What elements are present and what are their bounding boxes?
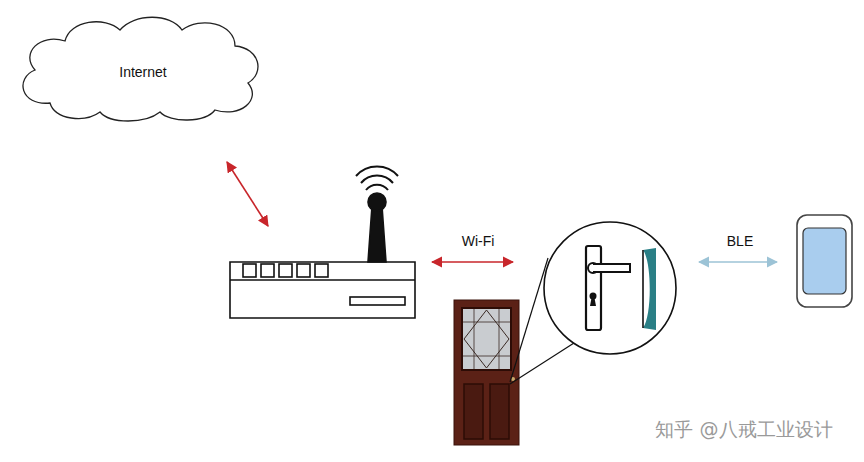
link-label: Wi-Fi (462, 233, 495, 249)
node-label: Internet (119, 64, 166, 80)
lock-closeup (544, 222, 676, 354)
cloud-outline (23, 17, 258, 121)
door-picture (454, 300, 519, 445)
link-label: BLE (727, 233, 753, 249)
watermark: 知乎 @八戒工业设计 (655, 417, 832, 443)
leader-line (510, 343, 574, 384)
phone-icon (797, 215, 852, 307)
ble-arrow (699, 261, 777, 263)
router-icon (230, 167, 415, 318)
cloud-shape: Internet (10, 8, 268, 126)
wifi-arrow (432, 261, 513, 263)
link-arrow (227, 162, 268, 226)
